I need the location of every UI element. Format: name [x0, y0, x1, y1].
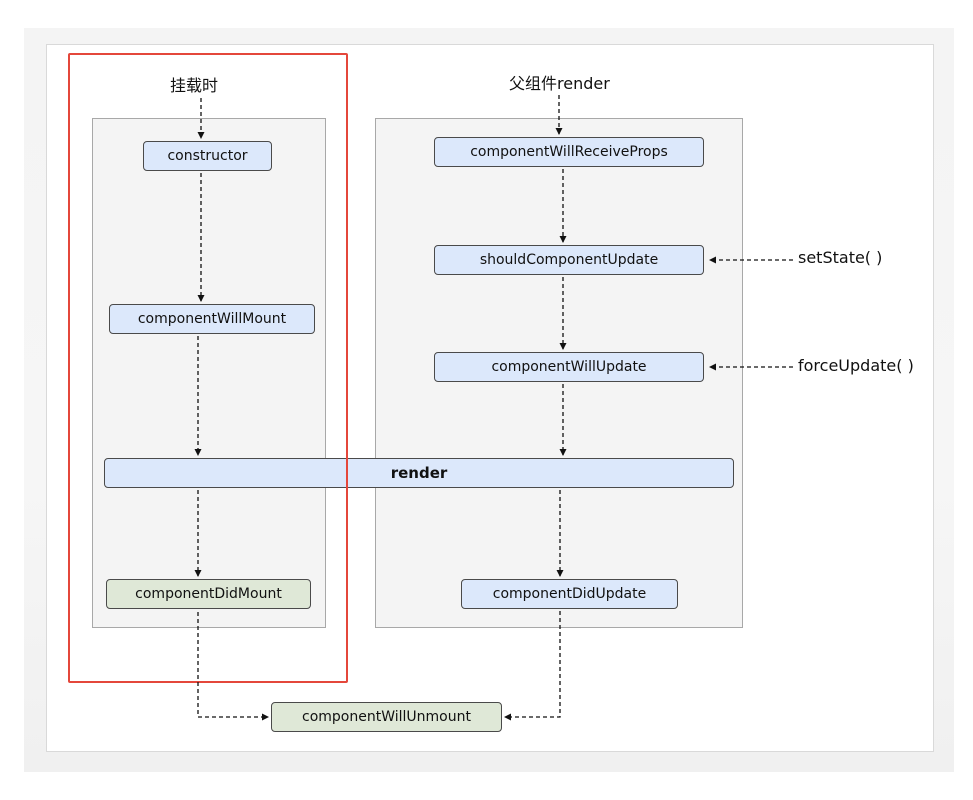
- render-node: render: [104, 458, 734, 488]
- component-will-unmount-node: componentWillUnmount: [271, 702, 502, 732]
- component-did-update-node: componentDidUpdate: [461, 579, 678, 609]
- should-component-update-node: shouldComponentUpdate: [434, 245, 704, 275]
- component-will-update-node: componentWillUpdate: [434, 352, 704, 382]
- mount-phase-highlight: [68, 53, 348, 683]
- component-will-mount-node: componentWillMount: [109, 304, 315, 334]
- set-state-label: setState( ): [798, 248, 883, 267]
- mount-phase-title: 挂载时: [170, 76, 219, 95]
- constructor-node: constructor: [143, 141, 272, 171]
- force-update-label: forceUpdate( ): [798, 356, 914, 375]
- update-phase-title: 父组件render: [509, 74, 610, 93]
- component-will-receive-props-node: componentWillReceiveProps: [434, 137, 704, 167]
- component-did-mount-node: componentDidMount: [106, 579, 311, 609]
